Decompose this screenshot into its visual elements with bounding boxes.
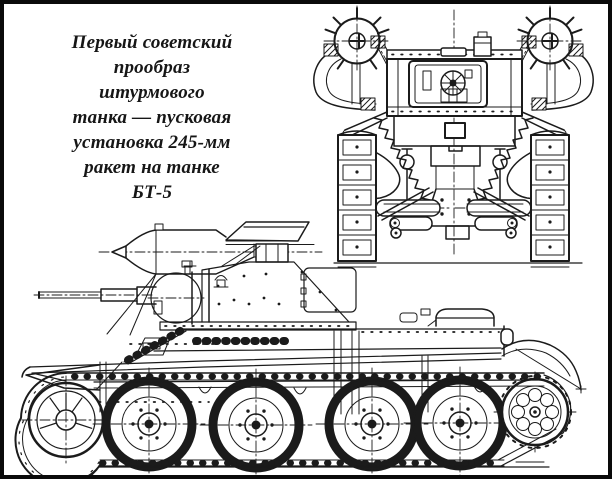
- front-view-left-track: [337, 130, 377, 262]
- tank-front-view-drawing: [313, 5, 594, 268]
- gun-barrel: [33, 286, 163, 315]
- caption-line: ракет на танке: [84, 157, 220, 178]
- drive-sprocket: [493, 371, 577, 453]
- caption-line: штурмового: [99, 82, 205, 103]
- technical-drawing-canvas: [14, 5, 594, 479]
- caption-line: прообраз: [113, 57, 191, 78]
- road-wheel: [404, 367, 516, 479]
- running-gear: [21, 367, 577, 479]
- track: [14, 372, 572, 475]
- rocket: [98, 221, 323, 336]
- caption-line: установка 245-мм: [73, 132, 231, 153]
- caption-line: Первый советский: [71, 32, 233, 53]
- figure-caption: Первый советский прообраз штурмового тан…: [31, 30, 273, 205]
- fender: [21, 330, 545, 415]
- road-wheel: [316, 368, 428, 479]
- caption-line: БТ-5: [131, 182, 173, 203]
- turret: [147, 261, 357, 331]
- caption-line: танка — пусковая: [72, 107, 232, 128]
- front-view-right-track: [530, 130, 570, 262]
- tank-side-view-drawing: [14, 221, 587, 479]
